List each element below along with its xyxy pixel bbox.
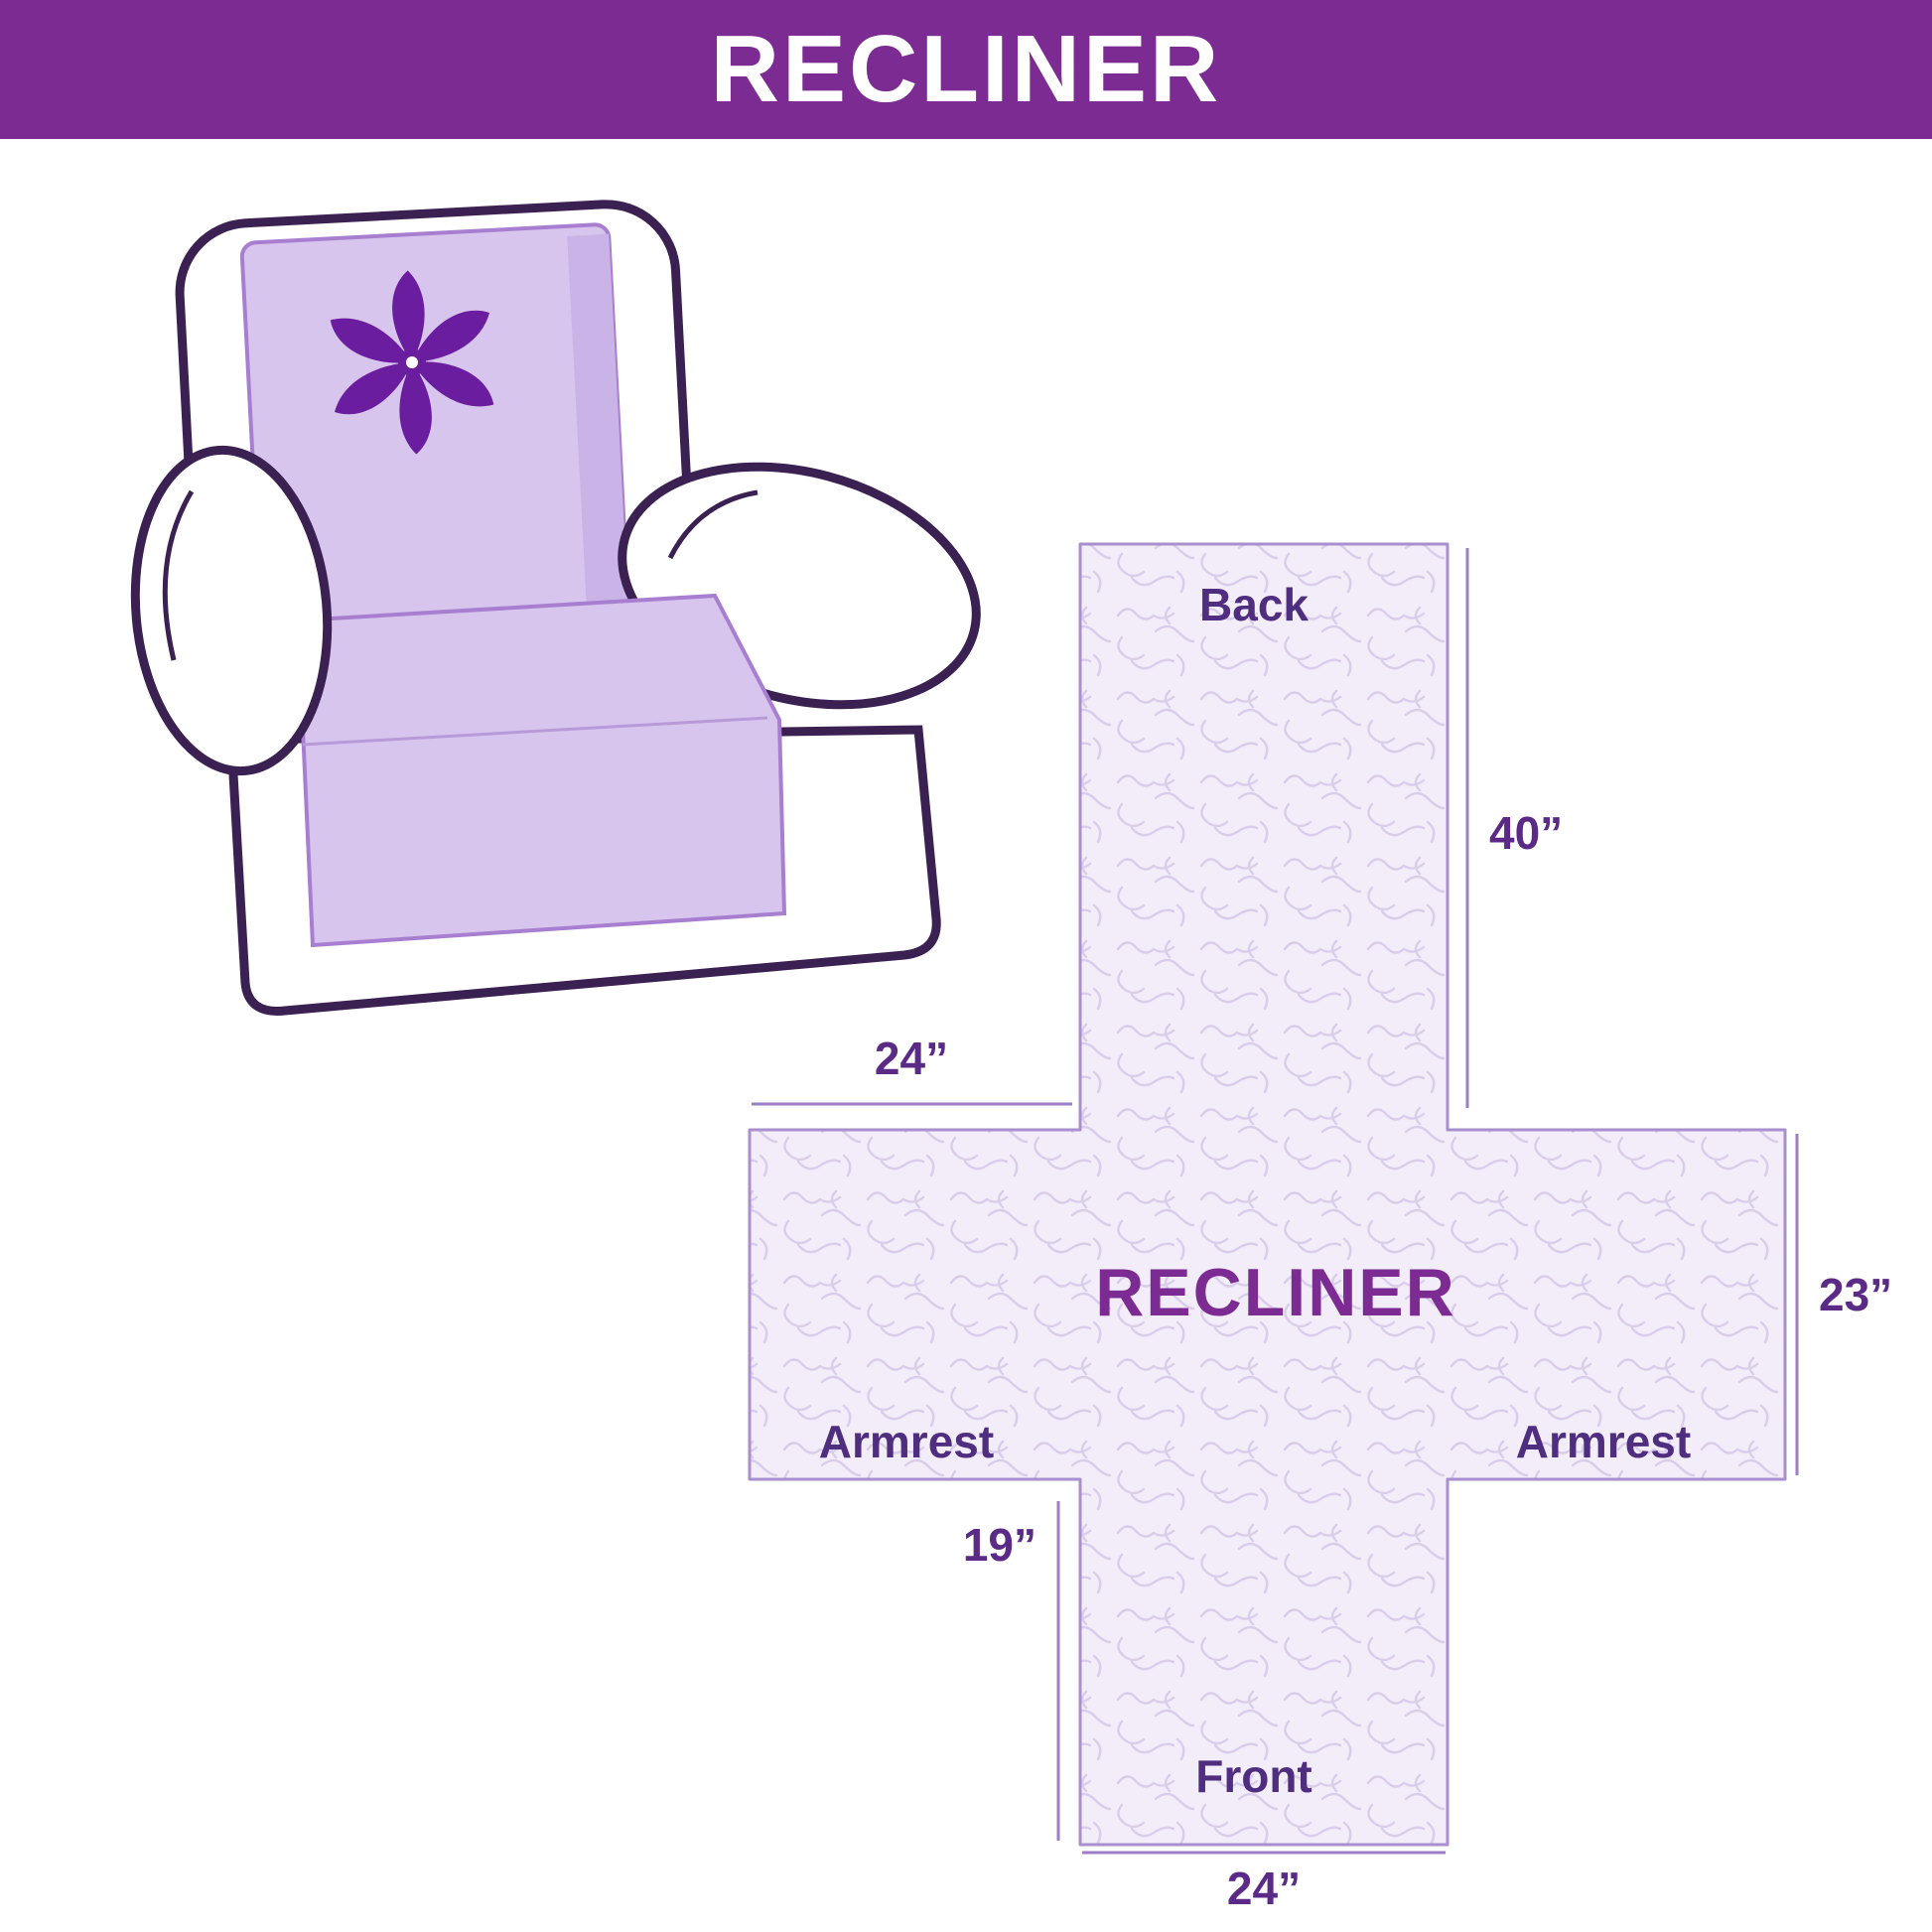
dim-front-drop: 19” <box>963 1519 1036 1571</box>
front-label: Front <box>1195 1750 1312 1802</box>
chair-arm-left <box>130 445 333 776</box>
cover-diagram: Back RECLINER Armrest Armrest Front 40” … <box>748 542 1892 1914</box>
banner: RECLINER <box>0 0 1932 139</box>
back-label: Back <box>1199 579 1309 630</box>
diagram-title: RECLINER <box>1095 1255 1456 1330</box>
chair-arm-left-roll-line <box>162 489 195 661</box>
cover-fold <box>567 233 632 675</box>
dim-side-height: 23” <box>1819 1269 1892 1320</box>
dim-top-width: 24” <box>875 1033 948 1084</box>
armrest-left-label: Armrest <box>819 1416 994 1467</box>
dim-front-width: 24” <box>1227 1863 1301 1914</box>
chair-illustration <box>130 200 981 1016</box>
chair-arm-right-roll-line <box>667 489 759 560</box>
cover-seat-seam <box>302 716 768 747</box>
pinwheel-icon <box>330 270 494 455</box>
armrest-right-label: Armrest <box>1516 1416 1691 1467</box>
cover-seat <box>295 593 787 948</box>
dim-back-height: 40” <box>1489 807 1563 859</box>
banner-title: RECLINER <box>710 16 1222 122</box>
cover-cross-shape <box>748 542 1787 1847</box>
